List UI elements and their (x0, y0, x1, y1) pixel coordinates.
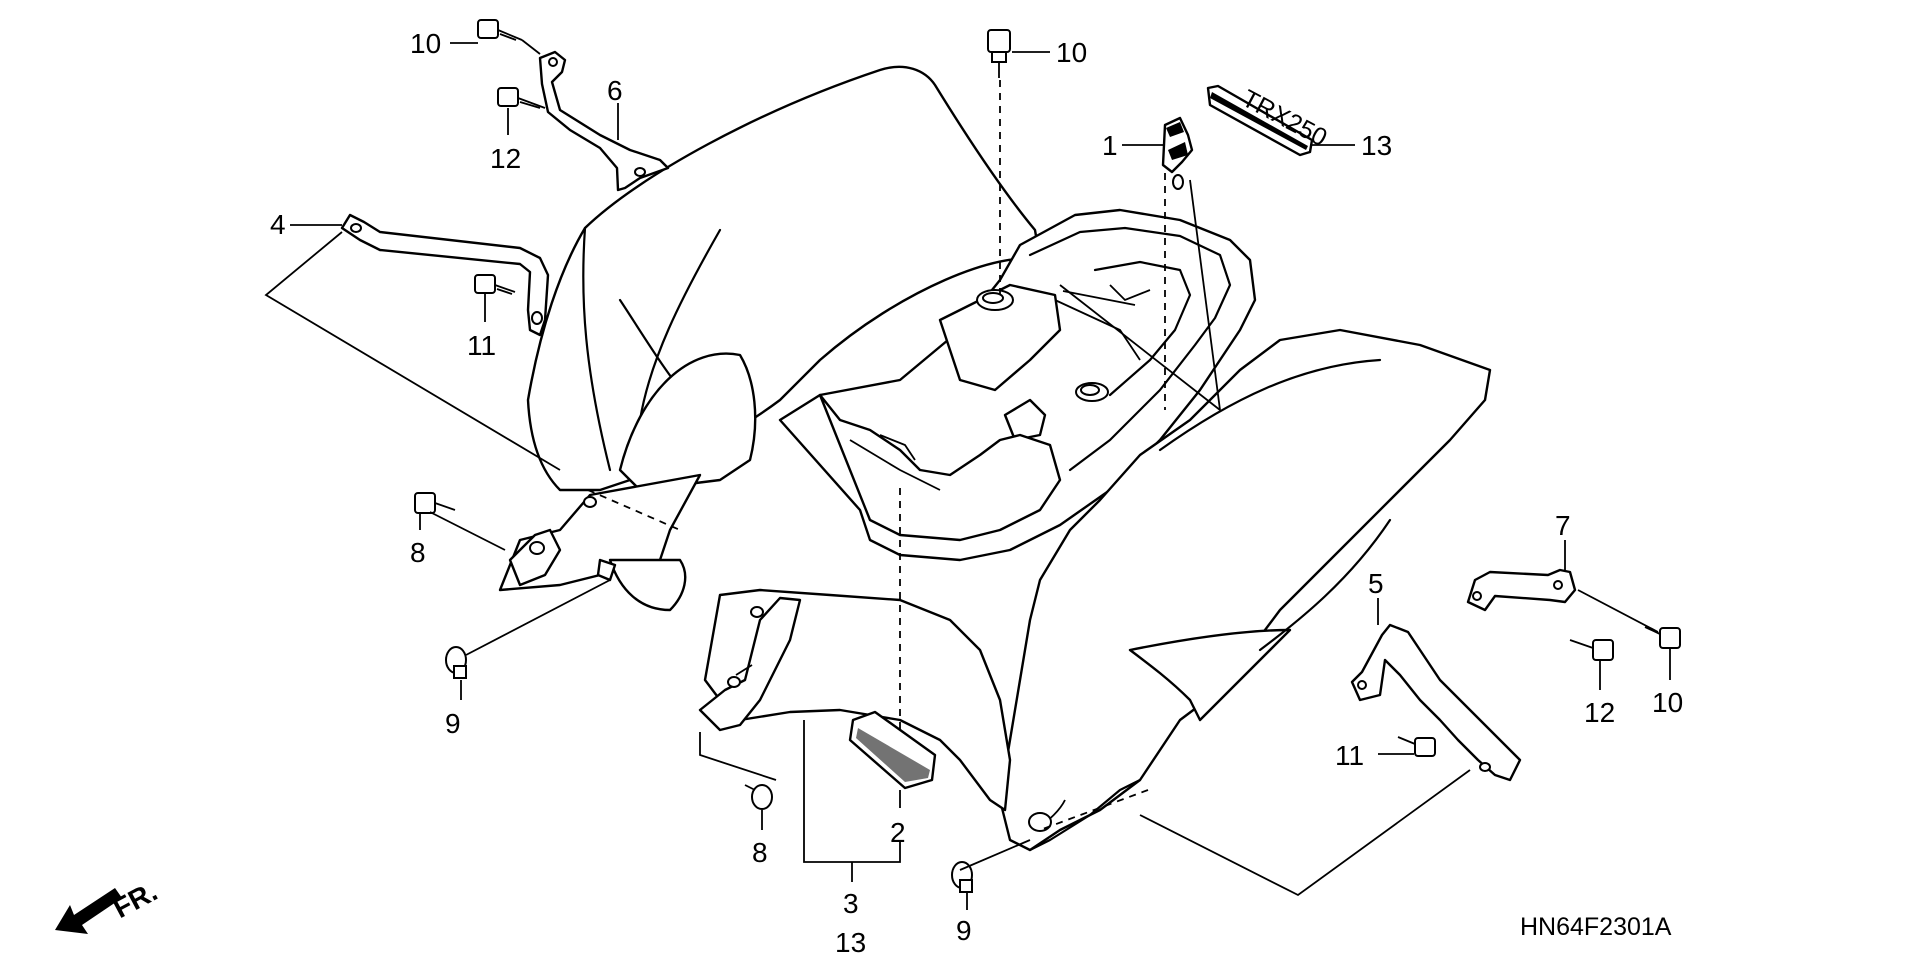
callout-13-bottom: 13 (835, 927, 866, 958)
callout-5: 5 (1368, 568, 1384, 599)
callout-6: 6 (607, 75, 623, 106)
callout-10-top-left: 10 (410, 28, 441, 59)
assembly-dashed-lines (587, 80, 1166, 831)
callout-12-left: 12 (490, 143, 521, 174)
rear-fender (498, 65, 1492, 852)
front-direction-arrow: FR. (55, 876, 162, 934)
callout-13-emblem: 13 (1361, 130, 1392, 161)
bolt-8-bottom (744, 784, 773, 810)
bolts (414, 19, 1681, 893)
bolt-9-left (445, 646, 467, 679)
part-1-clip (1161, 116, 1221, 411)
part-7-bracket (1466, 568, 1577, 612)
leader-lines (264, 39, 1671, 910)
bolt-12-right (1569, 639, 1614, 661)
part-4-bracket (340, 213, 550, 337)
front-label: FR. (108, 876, 162, 925)
callout-10-top-center: 10 (1056, 37, 1087, 68)
bolt-11-right (1397, 736, 1436, 757)
bolt-10-right (1644, 626, 1681, 649)
callout-2: 2 (890, 817, 906, 848)
bolt-10-top-center (987, 29, 1011, 78)
callout-9-bottom: 9 (956, 915, 972, 946)
bolt-11-left (474, 274, 516, 295)
callout-12-right: 12 (1584, 697, 1615, 728)
bolt-12-top-left (497, 87, 546, 109)
part-2-pad (848, 710, 937, 790)
callout-7: 7 (1555, 510, 1571, 541)
callout-11-right: 11 (1335, 740, 1364, 771)
callout-8-bottom: 8 (752, 837, 768, 868)
callout-10-right: 10 (1652, 687, 1683, 718)
callout-11-left: 11 (467, 330, 496, 361)
callout-9-left: 9 (445, 708, 461, 739)
callout-4: 4 (270, 209, 286, 240)
bolt-10-top-left (477, 19, 523, 41)
diagram-code: HN64F2301A (1520, 913, 1672, 941)
callout-1: 1 (1102, 130, 1118, 161)
bolt-9-bottom (951, 861, 973, 893)
part-6-bracket (538, 50, 670, 192)
callout-labels: 10 6 12 4 11 10 1 13 8 9 2 8 3 13 9 5 7 … (270, 28, 1683, 958)
callout-8-left: 8 (410, 537, 426, 568)
part-5-bracket (1350, 623, 1522, 782)
bolt-8-left (414, 492, 456, 514)
callout-3: 3 (843, 888, 859, 919)
